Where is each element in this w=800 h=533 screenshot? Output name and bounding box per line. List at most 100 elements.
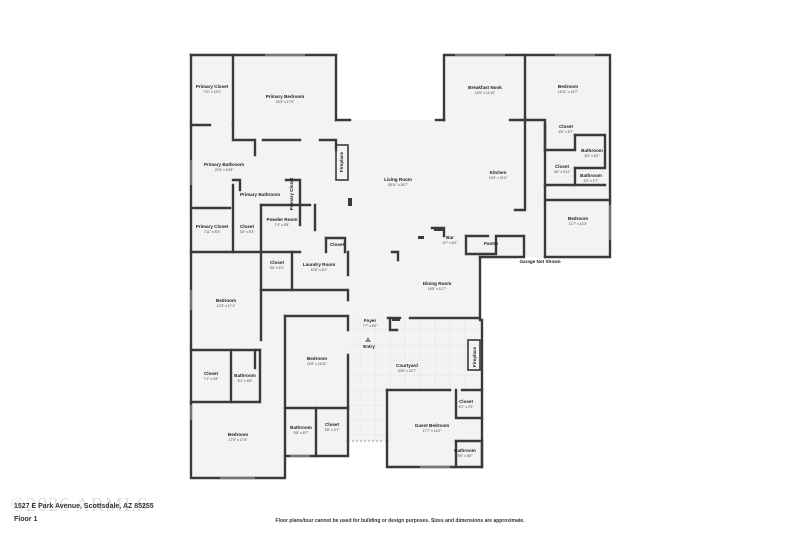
room-name: Primary Bathroom <box>204 162 244 167</box>
room-name: Entry <box>363 344 375 349</box>
room-name: Bathroom <box>234 373 256 378</box>
garage-note: Garage Not Shown <box>519 259 560 264</box>
room-name: Courtyard <box>396 363 418 368</box>
room-primary-bathroom-2: Primary Bathroom <box>240 192 280 197</box>
room-dimensions: 11'8" x 16'11" <box>307 362 328 366</box>
room-dimensions: 7'1" x 4'8" <box>204 377 220 381</box>
room-name: Closet <box>459 399 474 404</box>
room-primary-closet-v: Primary Closet <box>289 177 294 210</box>
windows <box>190 54 611 479</box>
room-dimensions: 20'3" x 10'8" <box>215 168 234 172</box>
room-name: Bedroom <box>307 356 327 361</box>
room-dimensions: 15'11" x 16'7" <box>558 90 579 94</box>
room-dimensions: 7'4" x 5'8" <box>275 223 291 227</box>
room-name: Primary Closet <box>196 224 229 229</box>
walls <box>189 53 612 480</box>
room-name: Closet <box>325 422 340 427</box>
room-name: Breakfast Nook <box>468 85 502 90</box>
room-name: Bathroom <box>581 148 603 153</box>
room-name: Closet <box>240 224 255 229</box>
property-address: 1527 E Park Avenue, Scottsdale, AZ 85255 <box>14 503 154 510</box>
room-name: Closet <box>555 164 570 169</box>
room-name: Primary Closet <box>289 177 294 210</box>
floor-label: Floor 1 <box>14 516 38 523</box>
wall-fragments <box>348 198 444 321</box>
room-dimensions: 28'11" x 26'7" <box>388 183 409 187</box>
room-dimensions: 12'3" x 17'1" <box>217 304 236 308</box>
room-dimensions: 5'1" x 2'3" <box>459 405 475 409</box>
room-name: Primary Bathroom <box>240 192 280 197</box>
room-name: Closet <box>559 124 574 129</box>
room-dimensions: 7'11" x 8'3" <box>204 230 221 234</box>
room-name: Closet <box>330 242 345 247</box>
room-name: Fireplace <box>472 346 477 367</box>
room-dimensions: 3'6" x 4'7" <box>325 428 341 432</box>
room-dimensions: 3'6" x 8'3" <box>240 230 256 234</box>
room-name: Foyer <box>364 318 377 323</box>
room-name: Guest Bedroom <box>415 423 449 428</box>
room-name: Laundry Room <box>303 262 335 267</box>
watermark: ©2026 ARMLS <box>10 494 149 516</box>
room-name: Pantry <box>484 241 499 246</box>
room-fireplace-living: Fireplace <box>339 151 344 172</box>
room-name: Bedroom <box>228 432 248 437</box>
room-dimensions: 19'0" x 21'0" <box>489 176 508 180</box>
room-dimensions: 5'1" x 6'8" <box>238 379 254 383</box>
room-dimensions: 3'6" x 5'11" <box>554 170 571 174</box>
room-dimensions: 10'5" x 6'1" <box>311 268 329 272</box>
room-name: Bedroom <box>568 216 588 221</box>
room-dimensions: 16'0" x 11'10" <box>475 91 496 95</box>
room-dimensions: 11'7" x 13'3" <box>569 222 588 226</box>
room-name: Bedroom <box>558 84 578 89</box>
room-closet-small: Closet <box>330 242 345 247</box>
room-name: Bathroom <box>454 448 476 453</box>
room-dimensions: 17'7" x 14'2" <box>423 429 442 433</box>
room-name: Bathroom <box>580 173 602 178</box>
entry-marker-icon <box>365 337 371 342</box>
room-dimensions: 7'11" x 13'2" <box>203 90 222 94</box>
room-name: Powder Room <box>267 217 298 222</box>
floor-area <box>191 55 610 478</box>
disclaimer: Floor plans/tour cannot be used for buil… <box>275 518 525 524</box>
room-dimensions: 7'7" x 6'0" <box>363 324 379 328</box>
room-name: Fireplace <box>339 151 344 172</box>
room-name: Bedroom <box>216 298 236 303</box>
room-dimensions: 5'8" x 8'7" <box>294 431 310 435</box>
room-pantry: Pantry <box>484 241 499 246</box>
room-dimensions: 16'3" x 17'9" <box>276 100 295 104</box>
room-dimensions: 17'6" x 17'8" <box>229 438 248 442</box>
room-name: Primary Bedroom <box>266 94 305 99</box>
room-fireplace-court: Fireplace <box>472 346 477 367</box>
room-dimensions: 5'9" x 8'8" <box>458 454 474 458</box>
room-dimensions: 5'7" x 6'2" <box>443 241 459 245</box>
room-dimensions: 3'6" x 6'1" <box>270 266 286 270</box>
room-name: Closet <box>270 260 285 265</box>
room-name: Closet <box>204 371 219 376</box>
